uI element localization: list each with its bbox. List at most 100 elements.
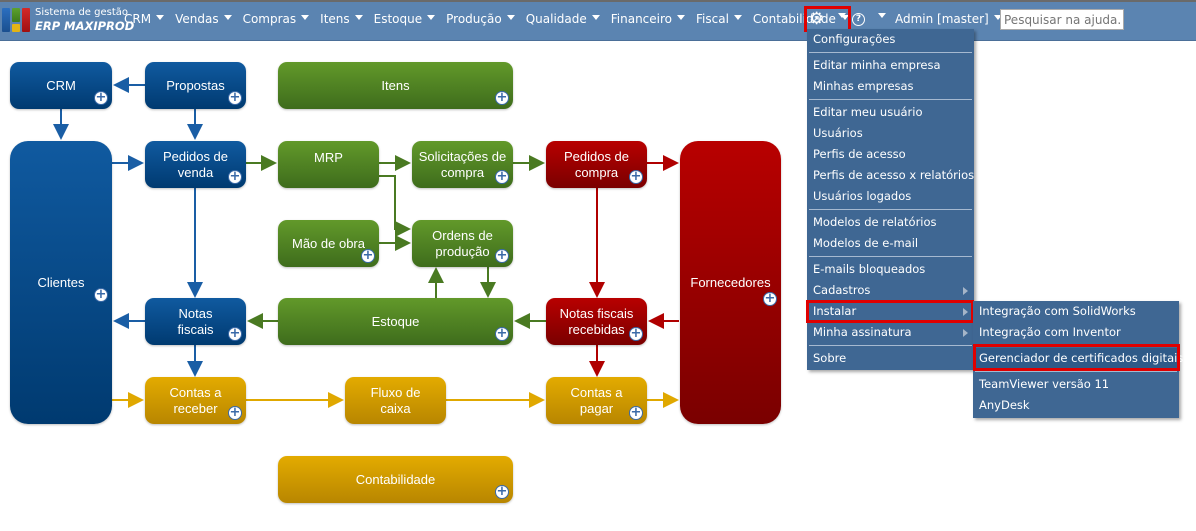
menu-item-perfis-relatorios[interactable]: Perfis de acesso x relatórios <box>813 168 975 182</box>
nav-estoque[interactable]: Estoque <box>374 12 436 26</box>
user-label: Admin [master] <box>895 12 989 26</box>
menu-item-editar-empresa[interactable]: Editar minha empresa <box>813 58 941 72</box>
plus-icon[interactable]: + <box>94 90 108 105</box>
menu-label: Cadastros <box>813 283 871 297</box>
box-label: Itens <box>381 77 410 93</box>
plus-icon[interactable]: + <box>629 326 643 341</box>
nav-vendas[interactable]: Vendas <box>175 12 232 26</box>
plus-icon[interactable]: + <box>629 405 643 420</box>
box-contabilidade[interactable]: Contabilidade + <box>278 456 513 503</box>
menu-item-minhas-empresas[interactable]: Minhas empresas <box>813 79 914 93</box>
menu-label: Minha assinatura <box>813 325 912 339</box>
arrow-mrp-ordens <box>379 175 411 237</box>
plus-icon[interactable]: + <box>228 326 242 341</box>
caret-down-icon <box>223 15 232 20</box>
box-mao-de-obra[interactable]: Mão de obra+ <box>278 220 379 267</box>
menu-item-usuarios-logados[interactable]: Usuários logados <box>813 189 912 203</box>
menu-item-modelos-email[interactable]: Modelos de e-mail <box>813 236 919 250</box>
plus-icon[interactable]: + <box>228 169 242 184</box>
caret-down-icon <box>506 15 515 20</box>
box-crm[interactable]: CRM+ <box>10 62 112 109</box>
caret-down-icon <box>301 15 310 20</box>
caret-down-icon <box>993 15 1002 20</box>
plus-icon[interactable]: + <box>763 291 777 306</box>
nav-itens[interactable]: Itens <box>320 12 363 26</box>
menu-separator <box>975 371 1177 372</box>
plus-icon[interactable]: + <box>495 90 509 105</box>
help-icon[interactable]: ? <box>852 13 865 26</box>
box-propostas[interactable]: Propostas+ <box>145 62 246 109</box>
plus-icon[interactable]: + <box>94 287 108 302</box>
plus-icon[interactable]: + <box>495 169 509 184</box>
maxiprod-logo-icon[interactable] <box>2 8 30 33</box>
box-mrp[interactable]: MRP <box>278 141 379 188</box>
submenu-item-certificados[interactable]: Gerenciador de certificados digitais <box>973 348 1183 369</box>
box-fornecedores[interactable]: Fornecedores+ <box>680 141 781 424</box>
nav-label: Contabilidade <box>752 12 836 26</box>
submenu-arrow-icon <box>963 329 968 337</box>
box-label: Notas fiscais <box>559 305 634 321</box>
submenu-item-inventor[interactable]: Integração com Inventor <box>979 325 1121 339</box>
plus-icon[interactable]: + <box>228 90 242 105</box>
help-search-input[interactable] <box>1000 9 1124 30</box>
menu-item-configuracoes[interactable]: Configurações <box>813 32 896 46</box>
menu-item-perfis-acesso[interactable]: Perfis de acesso <box>813 147 906 161</box>
menu-item-editar-usuario[interactable]: Editar meu usuário <box>813 105 923 119</box>
box-itens[interactable]: Itens + <box>278 62 513 109</box>
menu-separator <box>809 99 972 100</box>
menu-item-instalar[interactable]: Instalar <box>807 301 974 322</box>
menu-item-cadastros[interactable]: Cadastros <box>807 280 974 301</box>
settings-menu: Configurações Editar minha empresa Minha… <box>807 29 974 370</box>
top-navbar: Sistema de gestão ERP MAXIPROD CRM Venda… <box>0 0 1196 41</box>
gear-icon[interactable]: ⚙ <box>809 9 825 29</box>
plus-icon[interactable]: + <box>495 326 509 341</box>
nav-fiscal[interactable]: Fiscal <box>696 12 742 26</box>
menu-item-modelos-relatorios[interactable]: Modelos de relatórios <box>813 215 937 229</box>
plus-icon[interactable]: + <box>495 484 509 499</box>
menu-item-sobre[interactable]: Sobre <box>813 351 847 365</box>
submenu-item-teamviewer[interactable]: TeamViewer versão 11 <box>979 377 1110 391</box>
caret-down-icon <box>677 15 686 20</box>
brand-subtitle: Sistema de gestão <box>35 7 129 18</box>
box-estoque[interactable]: Estoque+ <box>278 298 513 345</box>
box-label: Contabilidade <box>355 471 436 487</box>
menu-item-usuarios[interactable]: Usuários <box>813 126 863 140</box>
menu-item-emails-bloqueados[interactable]: E-mails bloqueados <box>813 262 926 276</box>
brand[interactable]: Sistema de gestão ERP MAXIPROD <box>35 7 134 33</box>
box-label: recebidas <box>568 321 625 337</box>
box-clientes[interactable]: Clientes+ <box>10 141 112 424</box>
caret-down-icon[interactable] <box>878 13 886 18</box>
plus-icon[interactable]: + <box>629 169 643 184</box>
box-label: compra <box>574 164 619 180</box>
plus-icon[interactable]: + <box>361 248 375 263</box>
box-label: Fluxo de <box>370 384 421 400</box>
caret-down-icon[interactable] <box>838 13 846 18</box>
menu-item-minha-assinatura[interactable]: Minha assinatura <box>807 322 974 343</box>
nav-label: Itens <box>320 12 350 26</box>
nav-crm[interactable]: CRM <box>124 12 165 26</box>
box-label: MRP <box>314 150 343 165</box>
nav-qualidade[interactable]: Qualidade <box>526 12 600 26</box>
plus-icon[interactable]: + <box>228 405 242 420</box>
nav-producao[interactable]: Produção <box>446 12 515 26</box>
box-label: Contas a <box>169 384 222 400</box>
nav-label: Compras <box>242 12 297 26</box>
submenu-item-anydesk[interactable]: AnyDesk <box>979 398 1030 412</box>
submenu-item-solidworks[interactable]: Integração com SolidWorks <box>979 304 1136 318</box>
user-menu[interactable]: Admin [master] <box>895 12 1002 26</box>
plus-icon[interactable]: + <box>495 248 509 263</box>
nav-label: CRM <box>124 12 152 26</box>
nav-label: Financeiro <box>610 12 673 26</box>
box-label: Propostas <box>166 77 225 93</box>
nav-compras[interactable]: Compras <box>243 12 310 26</box>
nav-financeiro[interactable]: Financeiro <box>610 12 686 26</box>
